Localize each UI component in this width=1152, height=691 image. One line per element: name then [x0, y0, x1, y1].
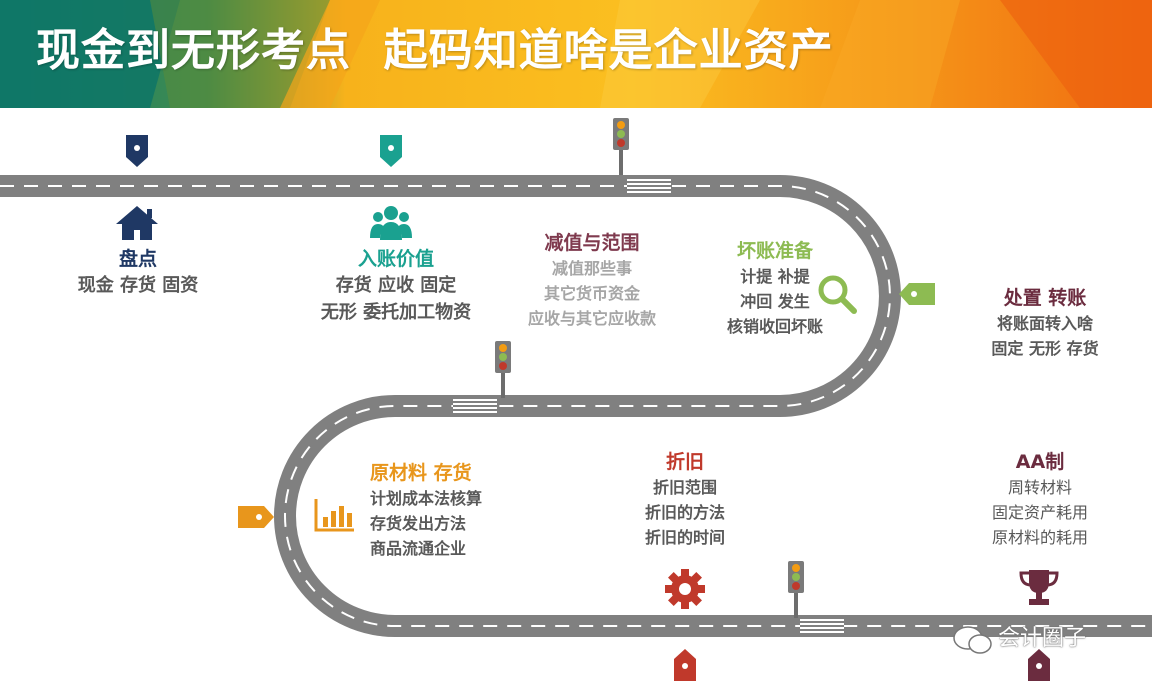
- stop-title: 坏账准备: [700, 238, 850, 264]
- stop-line: 商品流通企业: [370, 536, 520, 561]
- wechat-icon: [952, 624, 994, 656]
- stop-title: 原材料 存货: [370, 460, 520, 486]
- bar-chart-icon: [314, 497, 356, 533]
- stop-title: 减值与范围: [512, 230, 672, 256]
- people-group-icon: [370, 204, 412, 242]
- stop-line: 折旧的时间: [620, 525, 750, 550]
- stop-title: 处置 转账: [970, 285, 1120, 311]
- traffic-light-icon: [788, 561, 804, 618]
- stop-depreciation: 折旧 折旧范围 折旧的方法 折旧的时间: [620, 449, 750, 550]
- stop-line: 冲回 发生: [700, 289, 850, 314]
- stop-line: 存货发出方法: [370, 511, 520, 536]
- stop-line: 固定 无形 存货: [970, 336, 1120, 361]
- stop-title: 盘点: [58, 246, 218, 272]
- stop-line: 现金 存货 固资: [58, 272, 218, 299]
- stop-disposal: 处置 转账 将账面转入啥 固定 无形 存货: [970, 285, 1120, 361]
- stop-line: 周转材料: [970, 475, 1110, 500]
- stop-title: 折旧: [620, 449, 750, 475]
- stop-line: 其它货币资金: [512, 281, 672, 306]
- stop-line: 无形 委托加工物资: [296, 299, 496, 326]
- watermark-text: 会计圈子: [998, 620, 1086, 652]
- stop-aa: AA制 周转材料 固定资产耗用 原材料的耗用: [970, 449, 1110, 550]
- stop-recording-value: 入账价值 存货 应收 固定 无形 委托加工物资: [296, 246, 496, 326]
- stop-line: 计划成本法核算: [370, 486, 520, 511]
- stop-line: 应收与其它应收款: [512, 306, 672, 331]
- crosswalk-1: [627, 177, 671, 195]
- stop-line: 存货 应收 固定: [296, 272, 496, 299]
- traffic-light-icon: [495, 341, 511, 398]
- map-marker-icon: [1028, 649, 1050, 681]
- traffic-light-icon: [613, 118, 629, 175]
- stop-inventory: 盘点 现金 存货 固资: [58, 246, 218, 299]
- tag-icon: [899, 283, 935, 305]
- stop-line: 折旧范围: [620, 475, 750, 500]
- stop-line: 计提 补提: [700, 264, 850, 289]
- stop-impairment: 减值与范围 减值那些事 其它货币资金 应收与其它应收款: [512, 230, 672, 331]
- gear-icon: [664, 568, 706, 610]
- stop-line: 核销收回坏账: [700, 314, 850, 339]
- map-marker-icon: [126, 135, 148, 167]
- stop-line: 减值那些事: [512, 256, 672, 281]
- trophy-icon: [1018, 568, 1060, 608]
- stop-line: 固定资产耗用: [970, 500, 1110, 525]
- stop-line: 将账面转入啥: [970, 311, 1120, 336]
- map-marker-icon: [380, 135, 402, 167]
- stop-title: AA制: [970, 449, 1110, 475]
- stop-line: 折旧的方法: [620, 500, 750, 525]
- stop-title: 入账价值: [296, 246, 496, 272]
- map-marker-icon: [674, 649, 696, 681]
- crosswalk-3: [800, 617, 844, 635]
- stop-raw-materials: 原材料 存货 计划成本法核算 存货发出方法 商品流通企业: [370, 460, 520, 561]
- crosswalk-2: [453, 397, 497, 415]
- stop-line: 原材料的耗用: [970, 525, 1110, 550]
- home-icon: [114, 204, 160, 242]
- stop-bad-debt: 坏账准备 计提 补提 冲回 发生 核销收回坏账: [700, 238, 850, 339]
- tag-icon: [238, 506, 274, 528]
